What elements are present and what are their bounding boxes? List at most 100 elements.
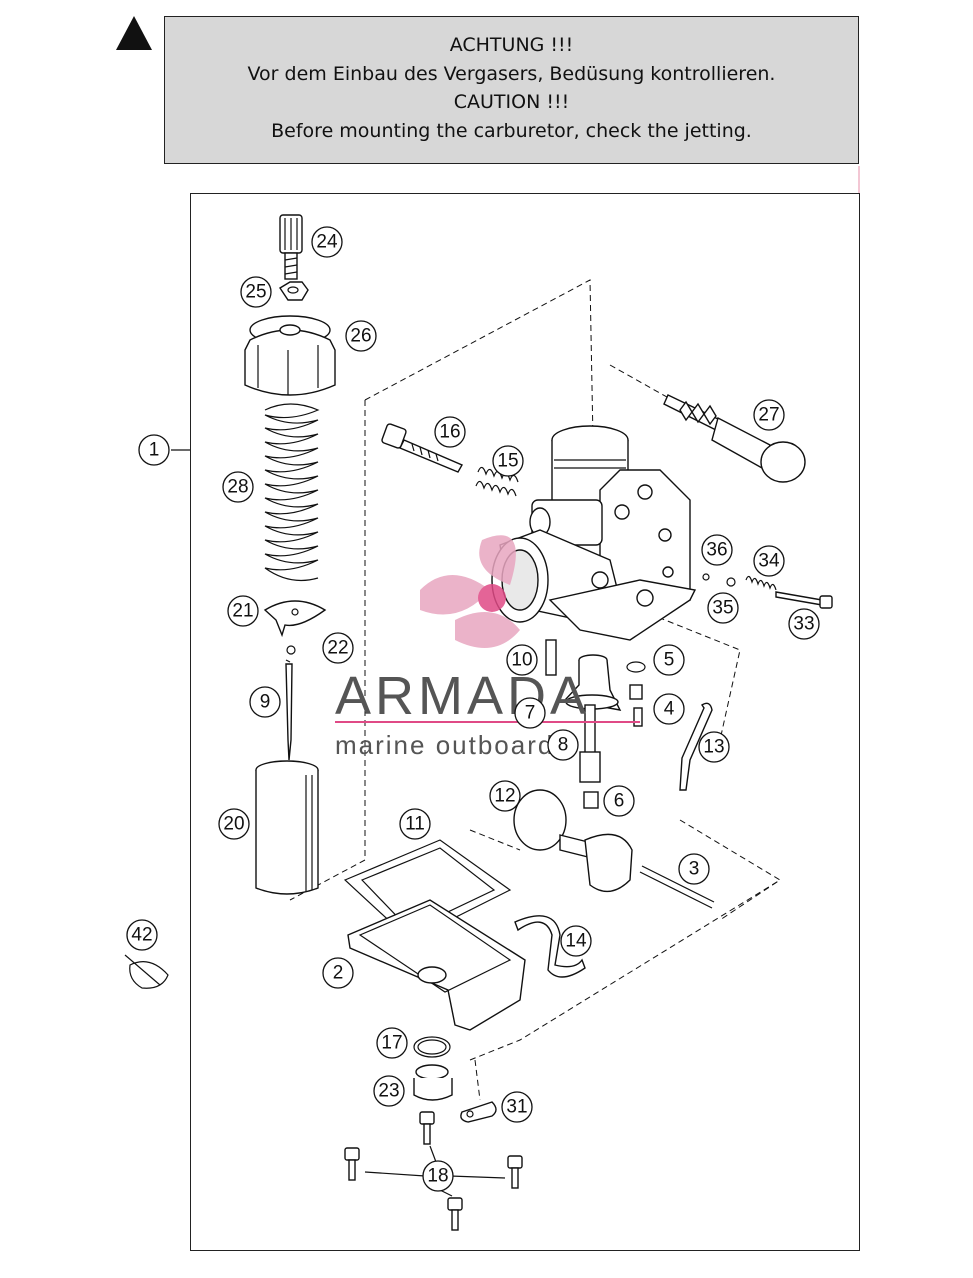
svg-text:25: 25 — [245, 282, 266, 303]
callout-12: 12 — [489, 780, 521, 812]
callout-36: 36 — [701, 534, 733, 566]
svg-text:1: 1 — [149, 440, 160, 461]
part-float-bowl — [347, 899, 526, 1031]
part-needle-jet-holder — [563, 654, 622, 711]
caution-line-2: Vor dem Einbau des Vergasers, Bedüsung k… — [247, 62, 776, 85]
callout-5: 5 — [653, 644, 685, 676]
part-idle-screw — [381, 423, 463, 473]
svg-text:42: 42 — [131, 925, 152, 946]
callout-11: 11 — [399, 808, 431, 840]
callout-23: 23 — [373, 1075, 405, 1107]
watermark-tagline: marine outboards — [335, 730, 569, 760]
svg-text:27: 27 — [758, 405, 779, 426]
svg-text:17: 17 — [381, 1033, 402, 1054]
part-cable-tie — [124, 954, 169, 989]
svg-text:35: 35 — [712, 598, 733, 619]
callout-27: 27 — [753, 399, 785, 431]
callout-7: 7 — [514, 697, 546, 729]
callout-17: 17 — [376, 1027, 408, 1059]
callout-16: 16 — [434, 416, 466, 448]
part-drain-hose — [514, 915, 586, 978]
callout-35: 35 — [707, 592, 739, 624]
callout-33: 33 — [788, 608, 820, 640]
svg-text:23: 23 — [378, 1081, 399, 1102]
callout-13: 13 — [698, 731, 730, 763]
svg-text:9: 9 — [260, 692, 271, 713]
svg-text:14: 14 — [565, 931, 587, 952]
svg-text:33: 33 — [793, 614, 814, 635]
callout-18: 18 — [422, 1160, 454, 1192]
part-bracket — [460, 1101, 497, 1123]
svg-text:24: 24 — [316, 232, 338, 253]
svg-text:3: 3 — [689, 859, 700, 880]
caution-line-4: Before mounting the carburetor, check th… — [271, 119, 752, 142]
svg-text:26: 26 — [350, 326, 371, 347]
callout-42: 42 — [126, 919, 158, 951]
caution-line-3: CAUTION !!! — [453, 91, 570, 113]
callout-14: 14 — [560, 925, 592, 957]
part-choke-plunger — [663, 394, 806, 483]
svg-text:16: 16 — [439, 422, 460, 443]
callout-2: 2 — [322, 957, 354, 989]
caution-line-1: ACHTUNG !!! — [449, 34, 574, 56]
part-float-pin — [639, 865, 715, 909]
part-drain-plug — [413, 1064, 453, 1101]
svg-text:15: 15 — [497, 451, 518, 472]
svg-text:22: 22 — [327, 638, 348, 659]
part-needle-jet — [579, 704, 601, 783]
callout-21: 21 — [227, 595, 259, 627]
svg-text:28: 28 — [227, 477, 248, 498]
callout-31: 31 — [501, 1091, 533, 1123]
part-main-jet — [583, 791, 599, 809]
svg-text:11: 11 — [405, 814, 425, 835]
svg-text:20: 20 — [223, 814, 244, 835]
part-throttle-slide — [255, 760, 319, 895]
callout-28: 28 — [222, 471, 254, 503]
callout-24: 24 — [311, 226, 343, 258]
svg-text:5: 5 — [664, 650, 675, 671]
part-o-ring — [626, 661, 646, 673]
part-pilot-jet — [545, 639, 557, 676]
callout-8: 8 — [547, 729, 579, 761]
part-throttle-spring — [264, 403, 320, 581]
part-vent-hose — [679, 702, 713, 791]
svg-text:21: 21 — [232, 601, 253, 622]
part-float-needle-valve — [629, 684, 643, 727]
callout-34: 34 — [753, 545, 785, 577]
part-carburetor-body — [491, 425, 697, 641]
decorative-divider — [858, 166, 860, 194]
watermark-brand: ARMADA — [335, 666, 590, 726]
svg-text:7: 7 — [525, 703, 536, 724]
watermark-logo — [420, 535, 520, 648]
part-needle-clip-plate — [263, 600, 327, 638]
part-jet-needle — [285, 659, 293, 761]
part-adjuster-screw — [279, 214, 303, 280]
callout-26: 26 — [345, 320, 377, 352]
svg-text:18: 18 — [427, 1166, 448, 1187]
svg-text:34: 34 — [758, 551, 780, 572]
part-bowl-screws — [344, 1111, 523, 1231]
callout-1: 1 — [138, 434, 170, 466]
part-bowl-o-ring — [413, 1036, 451, 1058]
callout-6: 6 — [603, 785, 635, 817]
caution-notice: ACHTUNG !!! Vor dem Einbau des Vergasers… — [164, 16, 859, 164]
callout-15: 15 — [492, 445, 524, 477]
svg-text:13: 13 — [703, 737, 724, 758]
svg-text:6: 6 — [614, 791, 625, 812]
part-lock-nut — [279, 281, 309, 301]
svg-text:2: 2 — [333, 963, 344, 984]
svg-text:10: 10 — [511, 650, 532, 671]
callout-20: 20 — [218, 808, 250, 840]
part-carburetor-cap — [244, 315, 336, 396]
part-air-screw-set — [702, 573, 833, 609]
part-e-clip — [286, 645, 296, 655]
callout-9: 9 — [249, 686, 281, 718]
callout-3: 3 — [678, 853, 710, 885]
svg-text:12: 12 — [494, 786, 515, 807]
callout-22: 22 — [322, 632, 354, 664]
diagram-frame — [190, 193, 860, 1251]
callout-25: 25 — [240, 276, 272, 308]
callout-4: 4 — [653, 693, 685, 725]
callout-10: 10 — [506, 644, 538, 676]
